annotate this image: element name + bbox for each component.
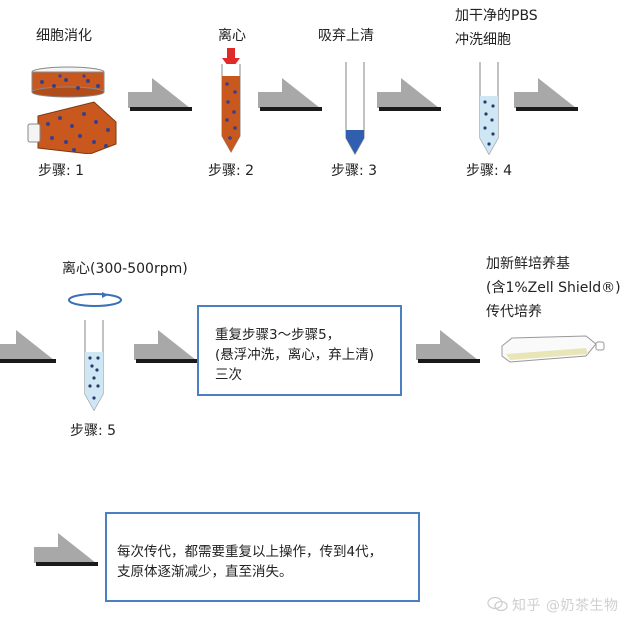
note-line2: 支原体逐渐减少，直至消失。 — [117, 564, 293, 580]
centrifuge-tube-with-arrow-icon — [221, 48, 241, 154]
flow-arrow-icon — [258, 78, 322, 111]
conclusion-note-box: 每次传代，都需要重复以上操作，传到4代， 支原体逐渐减少，直至消失。 — [105, 512, 420, 602]
tube-with-pbs-icon — [479, 62, 499, 156]
flow-arrow-icon — [128, 78, 192, 111]
step3-label: 步骤: 3 — [331, 163, 378, 179]
rotation-arrow-icon — [68, 292, 122, 307]
final-line2: (含1%Zell Shield®) — [486, 280, 621, 296]
flow-arrow-icon — [377, 78, 441, 111]
step1-title: 细胞消化 — [36, 28, 92, 44]
step2-title: 离心 — [218, 28, 246, 44]
culture-flask-icon — [501, 335, 605, 363]
step1-label: 步骤: 1 — [38, 163, 85, 179]
step5-label: 步骤: 5 — [70, 423, 117, 439]
tube-with-pellet-icon — [345, 62, 365, 156]
final-line1: 加新鲜培养基 — [486, 256, 570, 272]
repeat-line1: 重复步骤3～步骤5， — [215, 327, 341, 343]
step4-label: 步骤: 4 — [466, 163, 513, 179]
repeat-line3: 三次 — [215, 367, 242, 383]
petri-dish-and-flask-icon — [27, 66, 117, 154]
watermark-text: 知乎 @奶茶生物 — [512, 598, 619, 614]
repeat-line2: (悬浮冲洗，离心，弃上清) — [215, 347, 375, 363]
step5-title: 离心(300-500rpm) — [62, 261, 188, 277]
spinning-tube-icon — [84, 320, 104, 412]
flow-arrow-icon — [514, 78, 578, 111]
step4-title-line1: 加干净的PBS — [455, 8, 538, 24]
step3-title: 吸弃上清 — [318, 28, 374, 44]
flow-arrow-icon — [134, 330, 198, 363]
step4-title-line2: 冲洗细胞 — [455, 32, 511, 48]
final-line3: 传代培养 — [486, 304, 542, 320]
flow-arrow-icon — [0, 330, 56, 363]
flow-arrow-icon — [34, 533, 98, 566]
wechat-icon — [487, 596, 508, 612]
note-line1: 每次传代，都需要重复以上操作，传到4代， — [117, 544, 383, 560]
repeat-steps-box: 重复步骤3～步骤5， (悬浮冲洗，离心，弃上清) 三次 — [197, 305, 402, 396]
flow-arrow-icon — [416, 330, 480, 363]
step2-label: 步骤: 2 — [208, 163, 255, 179]
